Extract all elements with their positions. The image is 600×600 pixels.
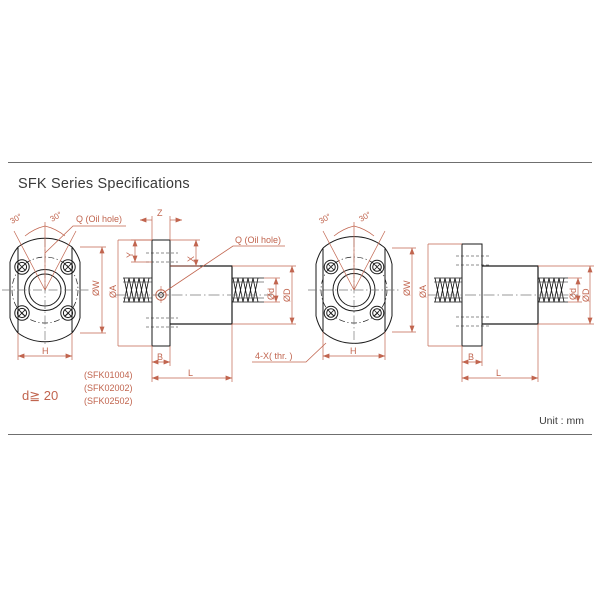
left-dim-D [232, 265, 296, 325]
left-angle-label-2: 30° [49, 210, 64, 224]
left-front-oil-hole-label: Q (Oil hole) [76, 214, 122, 224]
right-side-nut-body [482, 265, 539, 325]
right-dim-D [538, 265, 594, 325]
left-dim-A [117, 239, 152, 347]
left-dim-L [151, 324, 233, 382]
right-angle-label-2: 30° [358, 210, 373, 224]
left-angle-label-1: 30° [9, 212, 24, 226]
left-angle-30-construction [13, 222, 77, 291]
right-side-thread-right [538, 277, 568, 303]
left-dim-B [151, 346, 171, 366]
left-side-thread-left [123, 277, 152, 303]
left-side-thread-right [232, 277, 264, 303]
right-dim-L-label: L [496, 368, 501, 378]
left-side-view: Q (Oil hole) Z Y [108, 208, 296, 382]
left-dim-X-label: X [186, 256, 196, 262]
model-number-3: (SFK02502) [84, 396, 133, 406]
left-dim-H [17, 333, 73, 360]
left-dim-A-label: ØA [108, 285, 118, 298]
right-dim-d-label: Ød [568, 288, 578, 300]
right-side-thread-left [434, 277, 462, 303]
left-dim-L-label: L [188, 368, 193, 378]
left-front-view: 30° 30° Q (Oil hole) ØW H [2, 210, 126, 360]
thread-callout-label: 4-X( thr. ) [255, 351, 293, 361]
right-dim-A-label: ØA [418, 285, 428, 298]
right-bolt-holes [323, 259, 385, 321]
left-dim-B-label: B [157, 352, 163, 362]
thread-callout-group: 4-X( thr. ) [252, 342, 327, 363]
right-angle-30-construction [322, 222, 386, 291]
left-dim-W [80, 246, 106, 334]
right-dim-B [461, 346, 483, 366]
right-dim-H [322, 332, 386, 360]
page-title: SFK Series Specifications [18, 176, 190, 192]
unit-label: Unit : mm [539, 415, 584, 427]
left-dim-d-label: Ød [266, 288, 276, 300]
right-side-hidden-bolts [456, 255, 490, 327]
header-divider-rule [8, 162, 592, 163]
right-front-view: 30° 30° ØW H [308, 210, 416, 360]
right-angle-label-1: 30° [318, 212, 333, 226]
right-dim-W-label: ØW [402, 280, 412, 296]
left-side-oil-hole-label: Q (Oil hole) [235, 235, 281, 245]
left-dim-H-label: H [42, 346, 49, 356]
right-dim-D-label: ØD [581, 288, 591, 302]
left-dim-Y-label: Y [125, 252, 135, 258]
model-number-1: (SFK01004) [84, 370, 133, 380]
left-dim-d [264, 277, 280, 303]
left-dim-Z [139, 216, 183, 240]
left-dim-D-label: ØD [282, 288, 292, 302]
model-number-2: (SFK02002) [84, 383, 133, 393]
right-flange-outline [315, 236, 393, 344]
right-dim-B-label: B [468, 352, 474, 362]
left-side-flange-plate [151, 239, 171, 347]
left-front-oil-hole-leader [44, 225, 126, 254]
right-dim-d [568, 277, 582, 303]
left-dim-X [170, 239, 200, 267]
right-dim-L [461, 324, 539, 382]
right-dim-H-label: H [350, 346, 357, 356]
condition-note: d≧ 20 [22, 388, 58, 403]
left-side-oil-hole-leader [162, 245, 285, 294]
right-dim-W [392, 247, 416, 333]
left-dim-W-label: ØW [91, 280, 101, 296]
left-bolt-holes [14, 259, 76, 321]
left-dim-Z-label: Z [157, 208, 163, 218]
left-side-hidden-bolts [146, 252, 178, 328]
right-dim-A [427, 243, 462, 347]
right-side-view: ØA Ød ØD B [418, 243, 594, 382]
footer-divider-rule [8, 434, 592, 435]
